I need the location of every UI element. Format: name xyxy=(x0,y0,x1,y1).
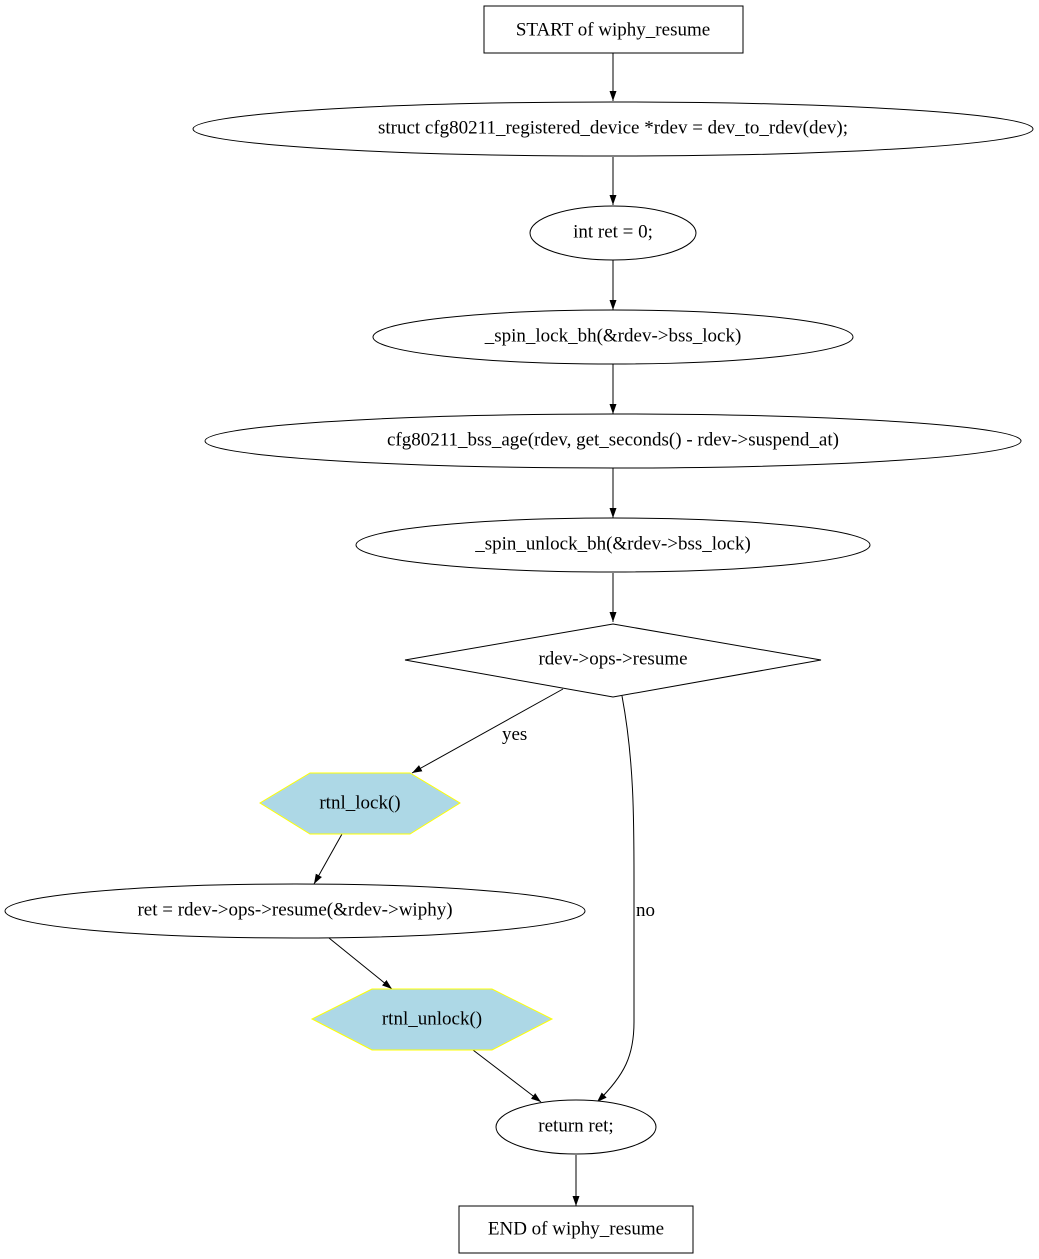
end-node: END of wiphy_resume xyxy=(458,1205,694,1254)
bss-age-label: cfg80211_bss_age(rdev, get_seconds() - r… xyxy=(387,429,839,450)
rtnl-unlock-node: rtnl_unlock() xyxy=(310,988,554,1051)
edge-condition-no-to-return xyxy=(596,695,635,1103)
return-node: return ret; xyxy=(495,1099,657,1155)
edge-resume-call-to-rtnl-unlock xyxy=(328,937,393,990)
edge-label-yes: yes xyxy=(502,724,527,745)
edge-condition-yes-to-rtnl-lock xyxy=(411,688,564,774)
ret-declaration-node: int ret = 0; xyxy=(529,205,697,261)
rdev-declaration-label: struct cfg80211_registered_device *rdev … xyxy=(378,117,848,138)
start-node: START of wiphy_resume xyxy=(483,5,744,54)
spin-unlock-label: _spin_unlock_bh(&rdev->bss_lock) xyxy=(474,533,751,554)
return-label: return ret; xyxy=(538,1115,613,1136)
bss-age-node: cfg80211_bss_age(rdev, get_seconds() - r… xyxy=(204,413,1022,469)
end-node-label: END of wiphy_resume xyxy=(488,1218,664,1239)
edge-rtnl-unlock-to-return xyxy=(472,1049,542,1103)
condition-node: rdev->ops->resume xyxy=(404,623,822,698)
rtnl-lock-label: rtnl_lock() xyxy=(319,792,400,813)
resume-call-label: ret = rdev->ops->resume(&rdev->wiphy) xyxy=(137,899,452,920)
condition-label: rdev->ops->resume xyxy=(538,648,687,669)
start-node-label: START of wiphy_resume xyxy=(516,19,710,40)
edge-rtnl-lock-to-resume-call xyxy=(313,833,343,885)
spin-lock-node: _spin_lock_bh(&rdev->bss_lock) xyxy=(372,309,854,365)
spin-lock-label: _spin_lock_bh(&rdev->bss_lock) xyxy=(484,325,742,346)
rtnl-lock-node: rtnl_lock() xyxy=(259,772,461,835)
edge-label-no: no xyxy=(636,900,655,921)
rtnl-unlock-label: rtnl_unlock() xyxy=(382,1008,482,1029)
resume-call-node: ret = rdev->ops->resume(&rdev->wiphy) xyxy=(4,883,586,939)
ret-declaration-label: int ret = 0; xyxy=(573,221,653,242)
edges xyxy=(313,53,635,1206)
spin-unlock-node: _spin_unlock_bh(&rdev->bss_lock) xyxy=(355,517,871,573)
rdev-declaration-node: struct cfg80211_registered_device *rdev … xyxy=(192,101,1034,157)
